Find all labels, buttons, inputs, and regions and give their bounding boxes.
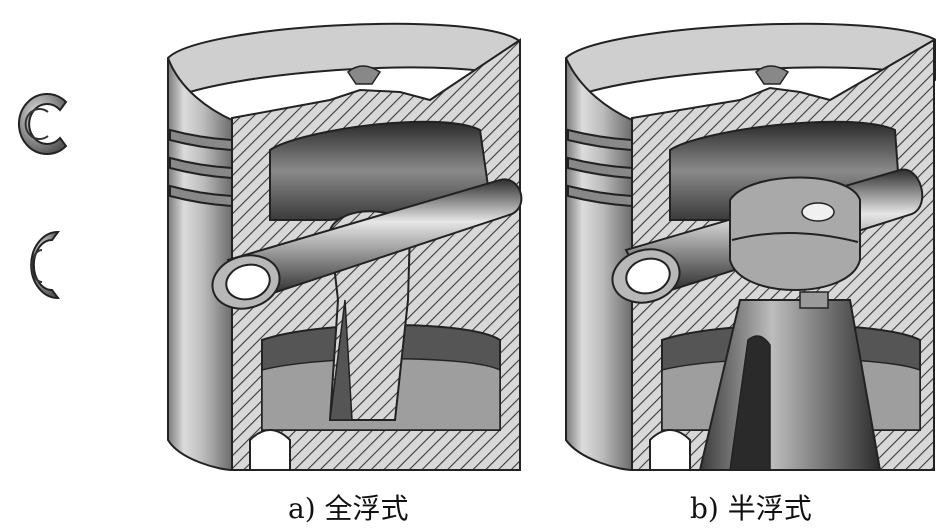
caption-full-floating: a) 全浮式 [288,492,409,525]
caption-semi-floating: b) 半浮式 [690,492,812,525]
ring-grooves-b [567,128,633,208]
piston-full-floating [167,22,523,472]
piston-semi-floating [565,22,936,472]
retaining-clip-open-icon [18,93,68,155]
ring-grooves-a [169,128,233,208]
retaining-clip-closed-icon [30,230,61,300]
